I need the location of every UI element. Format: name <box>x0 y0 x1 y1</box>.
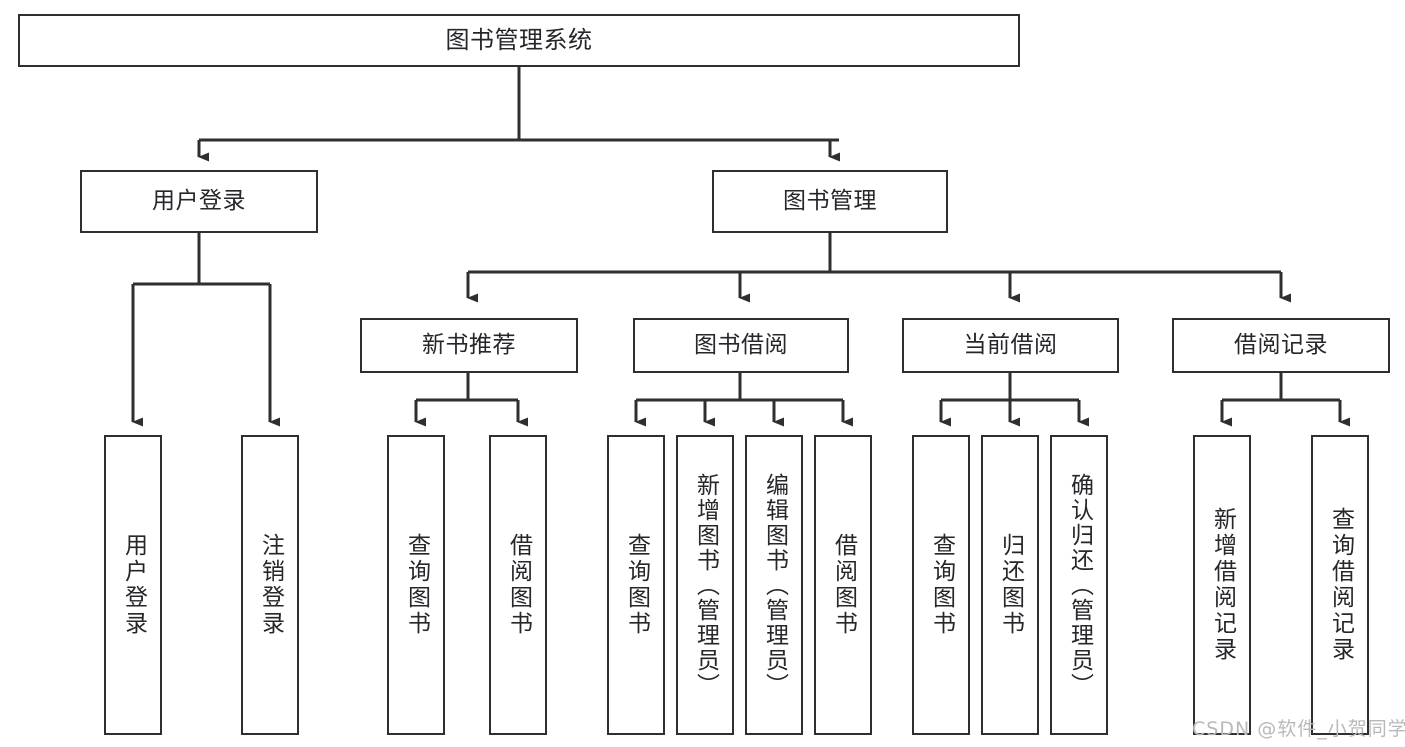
node-leaf-borrowrecord-query-record[interactable]: 查询借阅记录 <box>1311 435 1369 735</box>
node-label: 新增借阅记录 <box>1209 507 1236 663</box>
node-label: 归还图书 <box>997 533 1024 637</box>
node-user-login[interactable]: 用户登录 <box>80 170 318 233</box>
node-label: 用户登录 <box>152 187 246 214</box>
node-borrow-record[interactable]: 借阅记录 <box>1172 318 1390 373</box>
node-label: 查询图书 <box>928 533 955 637</box>
node-label: 图书管理 <box>783 187 877 214</box>
node-leaf-bookborrow-query-book[interactable]: 查询图书 <box>607 435 665 735</box>
node-label: 注销登录 <box>257 533 284 637</box>
node-label: 借阅图书 <box>505 533 532 637</box>
node-label: 借阅记录 <box>1234 331 1328 358</box>
node-new-book-recommend[interactable]: 新书推荐 <box>360 318 578 373</box>
node-leaf-user-login-signout[interactable]: 注销登录 <box>241 435 299 735</box>
node-label: 图书借阅 <box>694 331 788 358</box>
node-label: 借阅图书 <box>830 533 857 637</box>
node-label: 图书管理系统 <box>445 26 593 55</box>
node-label: 新书推荐 <box>422 331 516 358</box>
node-leaf-bookborrow-add-book[interactable]: 新增图书（管理员） <box>676 435 734 735</box>
node-label: 确认归还（管理员） <box>1066 472 1093 698</box>
node-leaf-currentborrow-confirm-return[interactable]: 确认归还（管理员） <box>1050 435 1108 735</box>
node-leaf-newbook-query-book[interactable]: 查询图书 <box>387 435 445 735</box>
node-leaf-bookborrow-edit-book[interactable]: 编辑图书（管理员） <box>745 435 803 735</box>
node-label: 查询图书 <box>403 533 430 637</box>
node-label: 查询借阅记录 <box>1327 507 1354 663</box>
node-label: 查询图书 <box>623 533 650 637</box>
node-current-borrow[interactable]: 当前借阅 <box>902 318 1119 373</box>
node-root-system[interactable]: 图书管理系统 <box>18 14 1020 67</box>
node-label: 用户登录 <box>120 533 147 637</box>
node-leaf-currentborrow-query-book[interactable]: 查询图书 <box>912 435 970 735</box>
node-book-management[interactable]: 图书管理 <box>712 170 948 233</box>
node-book-borrow[interactable]: 图书借阅 <box>633 318 849 373</box>
node-leaf-borrowrecord-add-record[interactable]: 新增借阅记录 <box>1193 435 1251 735</box>
node-label: 当前借阅 <box>963 331 1058 358</box>
node-label: 新增图书（管理员） <box>692 472 719 698</box>
node-label: 编辑图书（管理员） <box>761 472 788 698</box>
node-leaf-user-login-signin[interactable]: 用户登录 <box>104 435 162 735</box>
node-leaf-newbook-borrow-book[interactable]: 借阅图书 <box>489 435 547 735</box>
node-leaf-currentborrow-return-book[interactable]: 归还图书 <box>981 435 1039 735</box>
csdn-watermark: CSDN @软件_小贺同学 <box>1192 718 1405 740</box>
node-leaf-bookborrow-borrow-book[interactable]: 借阅图书 <box>814 435 872 735</box>
